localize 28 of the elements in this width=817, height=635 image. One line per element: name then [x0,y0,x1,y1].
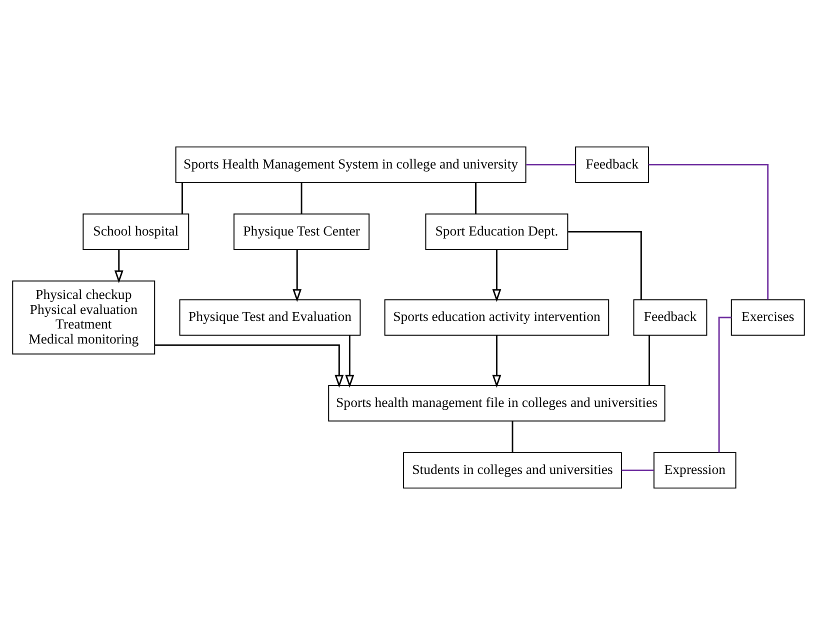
connector [648,164,769,300]
arrow [492,335,502,388]
arrow [154,344,344,388]
node-box: School hospital [82,214,190,250]
connector [622,470,654,472]
node-box: Feedback [633,299,708,336]
arrow [492,250,502,302]
node-box: Physique Test and Evaluation [179,299,361,336]
node-box: Students in colleges and universities [403,452,622,489]
connector [475,182,477,214]
node-box: Physical checkup Physical evaluation Treatment Medical monitoring [12,280,156,354]
node-box: Sport Education Dept. [425,214,568,250]
arrow [114,250,124,284]
node-box: Sports Health Management System in college and university [175,146,526,183]
connector [648,335,650,386]
node-box: Sports education activity intervention [384,299,610,336]
connector [300,182,302,214]
connector [512,421,514,452]
node-box: Physique Test Center [234,214,370,250]
arrow [292,250,302,302]
connector [568,230,642,300]
node-box: Sports health management file in colleges and universities [328,385,666,422]
connector [182,182,183,214]
arrow [345,335,354,388]
node-box: Exercises [730,299,805,336]
node-box: Feedback [575,146,650,183]
connector [526,164,576,166]
node-box: Expression [654,452,736,489]
